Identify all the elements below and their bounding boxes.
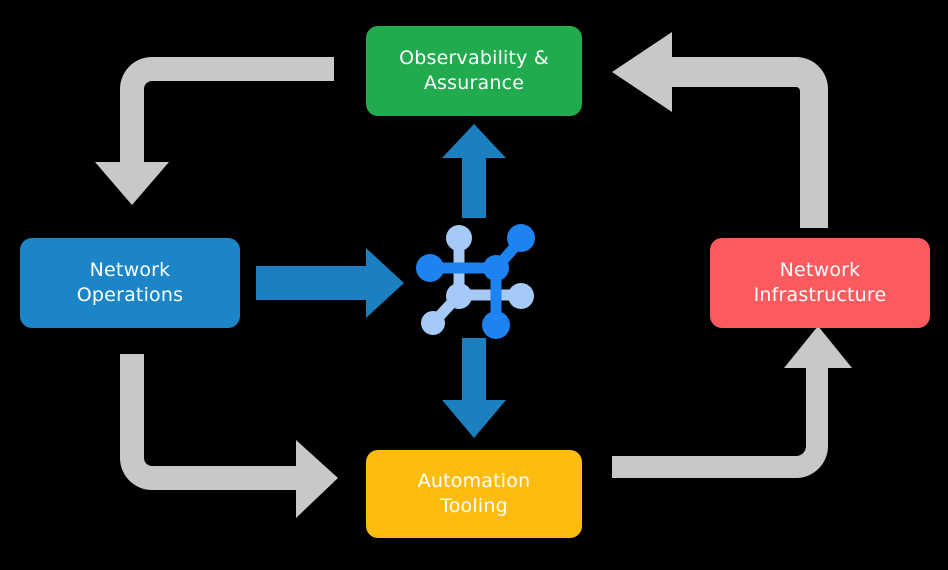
observability-assurance-box[interactable]: Observability & Assurance — [366, 26, 582, 116]
arrow-center-to-automation — [442, 338, 506, 438]
automation-tooling-label-line2: Tooling — [440, 495, 508, 517]
arrow-infrastructure-to-observability — [612, 32, 828, 228]
network-infrastructure-label-line2: Infrastructure — [753, 284, 887, 306]
arrow-observability-to-operations — [95, 57, 334, 205]
arrow-operations-to-automation — [120, 354, 338, 518]
observability-assurance-label-line2: Assurance — [423, 72, 525, 94]
automation-tooling-label-line1: Automation — [417, 469, 531, 492]
network-operations-box[interactable]: Network Operations — [20, 238, 240, 328]
observability-assurance-label-line1: Observability & — [399, 46, 549, 69]
network-operations-label-line1: Network — [89, 258, 171, 281]
network-topology-icon — [416, 224, 535, 339]
arrow-center-to-observability — [442, 124, 506, 218]
arrow-operations-to-center — [256, 248, 404, 318]
arrow-automation-to-infrastructure — [612, 326, 852, 478]
network-infrastructure-label-line1: Network — [779, 258, 861, 281]
network-infrastructure-box[interactable]: Network Infrastructure — [710, 238, 930, 328]
automation-tooling-box[interactable]: Automation Tooling — [366, 450, 582, 538]
network-operations-label-line2: Operations — [76, 284, 184, 306]
